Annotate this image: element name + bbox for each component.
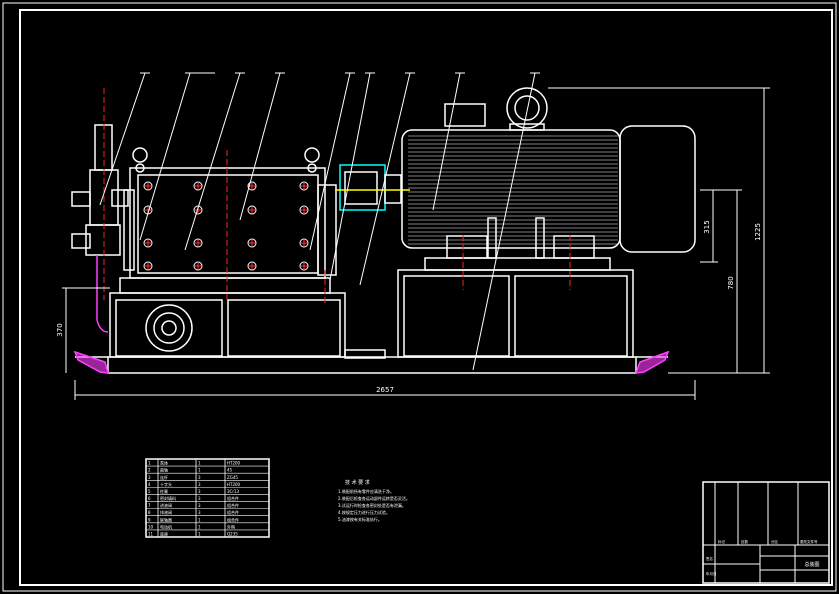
parts-table-cell: 联轴器 <box>160 516 172 522</box>
parts-table-cell: 排液阀 <box>160 509 172 515</box>
bolt-marker <box>193 205 203 215</box>
parts-table-cell: 1 <box>198 524 201 529</box>
parts-table-cell: 3 <box>148 475 151 480</box>
bolt-marker <box>193 261 203 271</box>
parts-table-cell: 组合件 <box>227 509 239 515</box>
bolt-marker <box>299 238 309 248</box>
bolt-marker <box>193 181 203 191</box>
bolt-marker <box>143 261 153 271</box>
parts-table-cell: 曲轴 <box>160 467 168 473</box>
parts-table-cell: 外购 <box>227 523 235 529</box>
valve-assembly <box>71 124 320 333</box>
parts-table-cell: 8 <box>148 510 151 515</box>
parts-table-cell: 3 <box>198 482 201 487</box>
crankshaft-pulley <box>145 304 193 352</box>
bolt-marker <box>193 238 203 248</box>
inner-frame <box>19 9 833 586</box>
notes-line-5: 5.油漆按有关标准执行。 <box>338 516 382 522</box>
dim-total-height: 1225 <box>754 223 762 241</box>
parts-table-cell: 组合件 <box>227 495 239 501</box>
parts-table-cell: 泵体 <box>160 460 168 466</box>
parts-table-cell: 6 <box>148 496 151 501</box>
title-block-label-2: 处数 <box>741 539 749 544</box>
technical-notes: 技 术 要 求 1.装配前所有零件应清洗干净。 2.装配后检查各运动部件运转是否… <box>338 479 410 522</box>
dim-base-height: 780 <box>727 276 735 289</box>
dimension-lines <box>62 87 770 400</box>
parts-table-cell: 7 <box>148 503 151 508</box>
parts-table-cell: ZG45 <box>227 475 238 480</box>
parts-table-cell: 3 <box>198 489 201 494</box>
parts-table-cell: 11 <box>148 532 154 537</box>
bolt-marker <box>299 261 309 271</box>
title-block-label-1: 标记 <box>718 539 726 544</box>
parts-table-cell: 组合件 <box>227 516 239 522</box>
base-skid <box>73 350 670 374</box>
parts-table-cell: 3 <box>198 496 201 501</box>
parts-table-cell: 3Cr13 <box>227 489 240 494</box>
bolt-marker <box>247 181 257 191</box>
parts-table-cell: Q235 <box>227 532 238 537</box>
parts-table-cell: 1 <box>148 461 151 466</box>
parts-table-cell: 3 <box>198 475 201 480</box>
center-lines <box>103 88 571 305</box>
bolt-marker <box>143 238 153 248</box>
coupling <box>335 164 410 211</box>
parts-table-cell: 2 <box>148 468 151 473</box>
title-block <box>702 481 830 584</box>
dim-overall-length: 2657 <box>376 386 394 394</box>
parts-table-cell: HT200 <box>227 482 241 487</box>
parts-table-cell: 9 <box>148 517 151 522</box>
title-block-label-6: 年月日 <box>706 571 717 576</box>
leader-lines <box>99 72 540 371</box>
parts-table-cell: HT200 <box>227 461 241 466</box>
parts-table-cell: 45 <box>227 468 233 473</box>
parts-table-cell: 4 <box>148 482 151 487</box>
title-block-label-4: 更改文件号 <box>800 539 818 544</box>
parts-table-cell: 1 <box>198 517 201 522</box>
parts-table-cell: 十字头 <box>160 481 172 487</box>
drawing-name: 总装图 <box>804 561 819 568</box>
parts-table-cell: 5 <box>148 489 151 494</box>
bolt-marker <box>247 261 257 271</box>
pump-head-bolts <box>143 181 309 271</box>
parts-table-cell: 底座 <box>160 531 168 537</box>
parts-table-cell: 柱塞 <box>160 488 168 494</box>
notes-line-4: 4.按规定压力进行压力试验。 <box>338 509 390 515</box>
parts-table-cell: 组合件 <box>227 502 239 508</box>
parts-table-cell: 1 <box>198 468 201 473</box>
electric-motor <box>401 87 696 259</box>
parts-table-cell: 电动机 <box>160 523 172 529</box>
parts-table-cell: 3 <box>198 510 201 515</box>
bolt-marker <box>247 238 257 248</box>
bolt-marker <box>299 205 309 215</box>
parts-table-cell: 连杆 <box>160 474 168 480</box>
notes-line-3: 3.试运行时检查各密封处是否有泄漏。 <box>338 502 406 508</box>
bolt-marker <box>247 205 257 215</box>
notes-title: 技 术 要 求 <box>345 479 370 486</box>
title-block-label-5: 签名 <box>706 556 713 561</box>
title-block-label-3: 分区 <box>771 539 779 544</box>
parts-table-cell: 1 <box>198 461 201 466</box>
bolt-marker <box>299 181 309 191</box>
parts-table-cell: 1 <box>198 532 201 537</box>
bolt-marker <box>143 181 153 191</box>
dim-motor-axis: 315 <box>703 220 711 233</box>
notes-line-1: 1.装配前所有零件应清洗干净。 <box>338 488 394 494</box>
parts-table-cell: 密封填料 <box>160 495 176 501</box>
motor-base <box>344 257 634 359</box>
parts-table-cell: 10 <box>148 524 154 529</box>
motor-cooling-fins <box>408 135 618 245</box>
parts-table-cell: 进液阀 <box>160 502 172 508</box>
notes-line-2: 2.装配后检查各运动部件运转是否灵活。 <box>338 495 410 501</box>
parts-table-cell: 3 <box>198 503 201 508</box>
dim-pump-height: 370 <box>56 323 64 336</box>
